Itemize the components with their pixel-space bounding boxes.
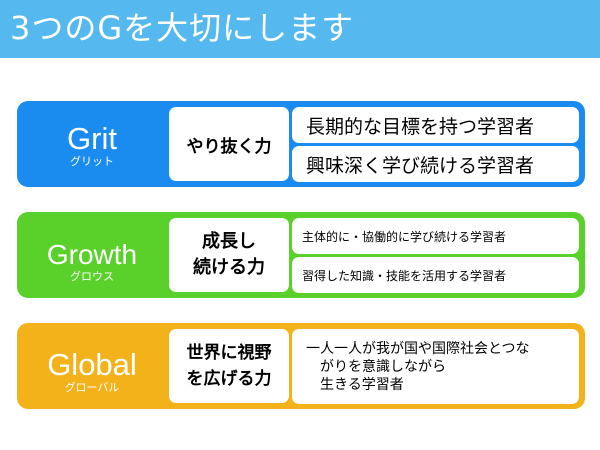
global-card: Global グローバル 世界に視野 を広げる力 一人一人が我が国や国際社会とつ… (17, 323, 585, 409)
growth-ability-line2: 続ける力 (193, 257, 265, 278)
grit-card: Grit グリット やり抜く力 長期的な目標を持つ学習者 興味深く学び続ける学習… (17, 101, 585, 187)
growth-card: Growth グロウス 成長し 続ける力 主体的に・協働的に学び続ける学習者 習… (17, 212, 585, 298)
growth-learner-1-text: 主体的に・協働的に学び続ける学習者 (302, 229, 507, 244)
global-kana: グローバル (64, 381, 120, 394)
grit-ability: やり抜く力 (169, 107, 289, 181)
growth-learner-1: 主体的に・協働的に学び続ける学習者 (292, 218, 579, 254)
growth-kana: グロウス (70, 270, 114, 283)
global-title: Global (47, 347, 137, 382)
grit-title: Grit (67, 121, 117, 156)
title-bar: 3つのGを大切にします (0, 0, 600, 58)
grit-name: Grit グリット (17, 123, 167, 169)
global-learner-line1: 一人一人が我が国や国際社会とつな (306, 340, 530, 357)
global-learner: 一人一人が我が国や国際社会とつな がりを意識しながら 生きる学習者 (292, 329, 579, 404)
page-title: 3つのGを大切にします (10, 9, 355, 47)
growth-ability-line1: 成長し (202, 231, 256, 252)
growth-ability: 成長し 続ける力 (169, 218, 289, 292)
growth-learner-2: 習得した知識・技能を活用する学習者 (292, 257, 579, 293)
grit-kana: グリット (70, 155, 114, 168)
grit-ability-text: やり抜く力 (186, 136, 272, 157)
growth-title: Growth (46, 239, 138, 270)
grit-learner-1: 長期的な目標を持つ学習者 (292, 107, 579, 143)
grit-learner-2: 興味深く学び続ける学習者 (292, 146, 579, 182)
global-ability: 世界に視野 を広げる力 (169, 329, 289, 403)
global-ability-line1: 世界に視野 (186, 343, 272, 363)
growth-learner-2-text: 習得した知識・技能を活用する学習者 (302, 268, 507, 283)
grit-learner-2-text: 興味深く学び続ける学習者 (306, 154, 535, 177)
global-ability-line2: を広げる力 (186, 369, 272, 389)
growth-name: Growth グロウス (17, 240, 167, 284)
grit-learner-1-text: 長期的な目標を持つ学習者 (306, 115, 535, 138)
global-learner-line3: 生きる学習者 (320, 376, 404, 393)
global-learner-line2: がりを意識しながら (320, 358, 446, 375)
global-name: Global グローバル (17, 349, 167, 395)
